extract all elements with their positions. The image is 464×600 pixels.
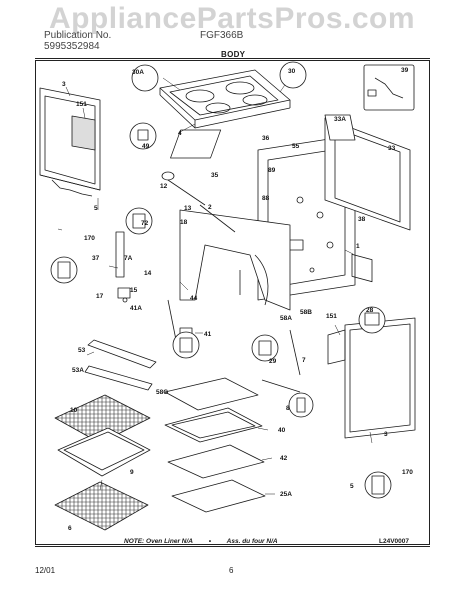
part-label-40: 40 — [278, 427, 286, 434]
part-label-7: 7 — [302, 357, 306, 364]
diagram-frame — [35, 60, 430, 545]
publication-label: Publication No. — [44, 30, 112, 41]
footer-note: NOTE: Oven Liner N/A • Ass. du four N/A — [124, 538, 292, 545]
part-label-41: 41 — [204, 331, 212, 338]
part-label-170-right: 170 — [402, 469, 413, 476]
publication-info: Publication No. 5995352984 — [44, 30, 111, 52]
part-label-44: 44 — [190, 295, 198, 302]
oven-bottom-trays — [164, 377, 266, 513]
part-label-33A: 33A — [334, 116, 346, 123]
page-number: 6 — [229, 566, 234, 575]
side-panel-left — [39, 87, 101, 197]
header-rule — [35, 58, 430, 59]
small-parts — [117, 129, 301, 393]
part-label-53: 53 — [78, 347, 86, 354]
part-label-30: 30 — [288, 68, 296, 75]
part-label-1: 1 — [356, 243, 360, 250]
burner-box — [159, 69, 291, 129]
watermark: AppliancePartsPros.com — [48, 2, 416, 35]
model-number: FGF366B — [200, 30, 244, 41]
section-title: BODY — [221, 50, 246, 59]
page-header: AppliancePartsPros.com Publication No. 5… — [0, 0, 464, 59]
broiler-drawer-parts — [84, 339, 157, 391]
part-label-89: 89 — [268, 167, 276, 174]
oven-rack — [54, 481, 149, 531]
part-label-6: 6 — [68, 525, 72, 532]
part-label-55: 55 — [292, 143, 300, 150]
part-label-35: 35 — [211, 172, 219, 179]
part-label-17: 17 — [96, 293, 104, 300]
oven-liner-note-french: Ass. du four N/A — [226, 538, 278, 545]
part-label-9: 9 — [130, 469, 134, 476]
part-label-42: 42 — [280, 455, 288, 462]
part-label-2: 2 — [208, 204, 212, 211]
part-label-28: 28 — [366, 307, 374, 314]
part-label-151-right: 151 — [326, 313, 337, 320]
part-label-38: 38 — [358, 216, 366, 223]
part-label-53A: 53A — [72, 367, 84, 374]
note-bullet: • — [208, 538, 212, 545]
part-label-15: 15 — [130, 287, 138, 294]
part-label-88: 88 — [262, 195, 270, 202]
part-label-25A: 25A — [280, 491, 292, 498]
part-label-13: 13 — [184, 205, 192, 212]
part-label-36: 36 — [262, 135, 270, 142]
part-label-33: 33 — [388, 145, 396, 152]
part-label-58A: 58A — [280, 315, 292, 322]
callout-inner-parts — [57, 77, 404, 495]
part-label-5: 5 — [94, 205, 98, 212]
broil-grid — [54, 394, 151, 477]
side-panel-right — [327, 317, 416, 439]
part-label-41A: 41A — [130, 305, 142, 312]
part-label-18: 18 — [180, 219, 188, 226]
part-label-10: 10 — [70, 407, 78, 414]
part-label-4: 4 — [178, 130, 182, 137]
publication-number: 5995352984 — [44, 41, 100, 52]
part-label-72: 72 — [141, 220, 149, 227]
part-number-labels: 3 151 30A 30 39 4 49 33A 36 55 33 35 89 … — [62, 67, 413, 532]
footer-date: 12/01 — [35, 566, 56, 575]
part-label-39: 39 — [401, 67, 409, 74]
part-label-14: 14 — [144, 270, 152, 277]
part-label-30A: 30A — [132, 69, 144, 76]
callout-circles — [50, 61, 415, 499]
part-label-151: 151 — [76, 101, 87, 108]
part-label-7A: 7A — [124, 255, 133, 262]
part-label-170: 170 — [84, 235, 95, 242]
footer-rule — [35, 546, 430, 547]
rear-cover — [324, 117, 411, 283]
part-label-58G: 58G — [156, 389, 168, 396]
part-label-5-right: 5 — [350, 483, 354, 490]
part-label-12: 12 — [160, 183, 168, 190]
part-label-3: 3 — [62, 81, 66, 88]
part-label-29: 29 — [269, 358, 277, 365]
drawing-code: L24V0007 — [379, 538, 409, 545]
part-label-49: 49 — [142, 143, 150, 150]
part-label-37: 37 — [92, 255, 100, 262]
part-label-58B: 58B — [300, 309, 312, 316]
oven-liner-note: NOTE: Oven Liner N/A — [124, 538, 193, 545]
part-label-3-right: 3 — [384, 431, 388, 438]
front-frame — [115, 209, 291, 311]
part-label-8: 8 — [286, 405, 290, 412]
